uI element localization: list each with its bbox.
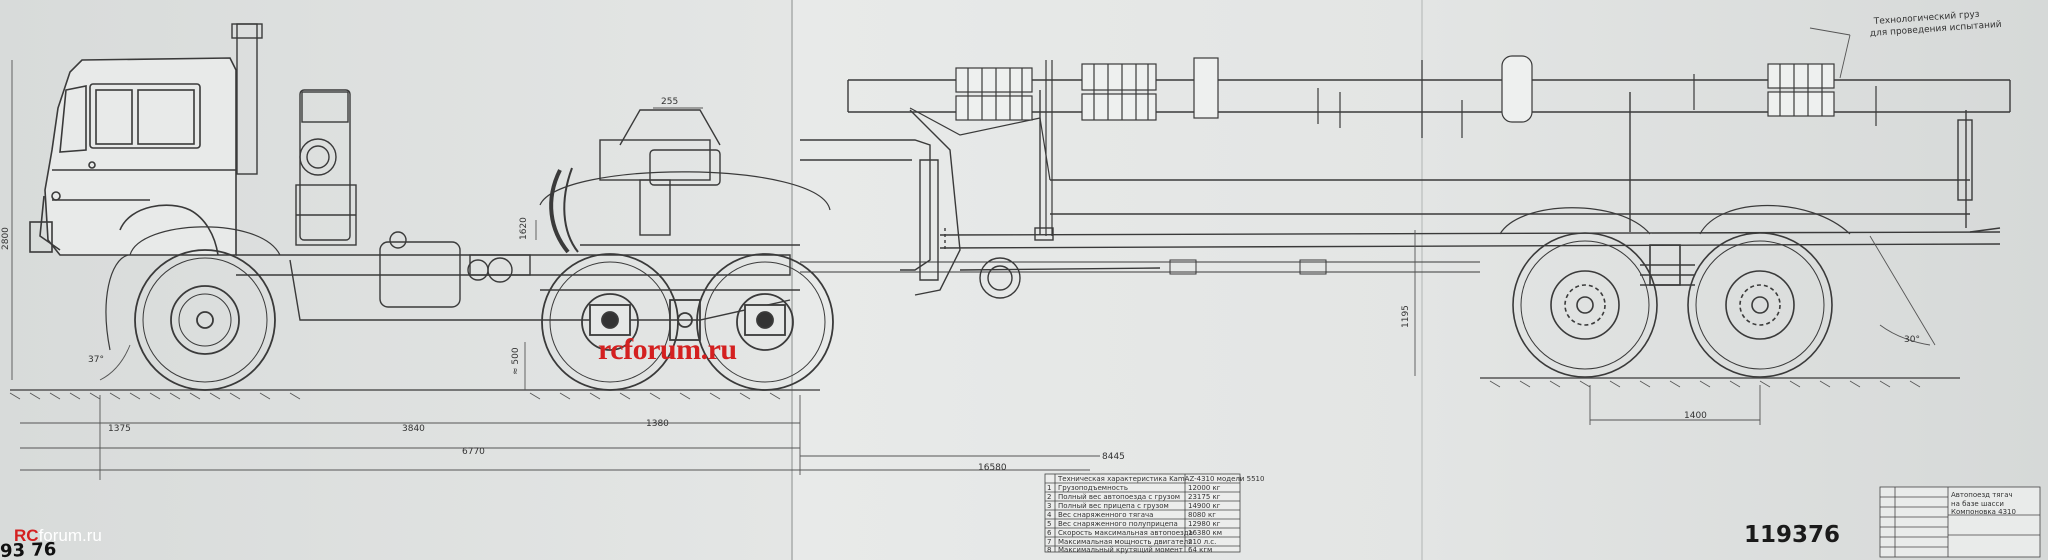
tractor-frame: [236, 109, 800, 321]
ground-lines: [9, 377, 1960, 400]
spec-row-no: 4: [1047, 511, 1052, 519]
spec-row-value: 64 кгм: [1188, 546, 1212, 554]
trailer-bogie: [1499, 204, 1851, 378]
spec-row-name: Вес снаряженного тягача: [1058, 511, 1153, 519]
dim-front-overhang: 1375: [108, 424, 131, 434]
dim-tractor-length: 6770: [462, 447, 485, 457]
watermark-center: rcforum.ru: [598, 333, 737, 366]
trailer-driveline: [800, 259, 1480, 275]
sheet-middle: [792, 0, 1422, 560]
spec-table-lines: [1044, 473, 1241, 553]
dim-trailer-bogie: 1400: [1684, 411, 1707, 421]
title-block-lines: [1879, 486, 2041, 558]
dim-approach-angle: 37°: [88, 355, 104, 365]
watermark-corner-suffix: forum.ru: [38, 526, 102, 545]
spec-row-value: 23175 кг: [1188, 493, 1221, 501]
spec-row-no: 8: [1047, 546, 1051, 554]
dim-cab-height: 2800: [1, 227, 11, 250]
dim-top-offset: 255: [661, 97, 678, 107]
title-block-line: Компоновка 4310: [1951, 508, 2016, 516]
tractor-wheel-rear-1: [541, 253, 679, 391]
title-block-line: Автопоезд тягач: [1951, 491, 2013, 499]
spec-row-name: Максимальная мощность двигателя: [1058, 538, 1192, 546]
spec-row-no: 2: [1047, 493, 1051, 501]
spec-row-value: 12000 кг: [1188, 484, 1221, 492]
dim-ground-clearance: ≈ 500: [511, 347, 521, 375]
title-block: Автопоезд тягач на базе шасси Компоновка…: [1951, 491, 2016, 516]
spec-row-no: 7: [1047, 538, 1051, 546]
spec-row-name: Скорость максимальная автопоезда: [1058, 529, 1193, 537]
dim-fifth-wheel: 1620: [519, 217, 529, 240]
spec-row-no: 5: [1047, 520, 1051, 528]
dim-axle-spacing: 1380: [646, 419, 669, 429]
spec-table-title: Техническая характеристика KamAZ-4310 мо…: [1057, 475, 1264, 483]
dim-kingpin-axle: 8445: [1102, 452, 1125, 462]
spec-row-name: Вес снаряженного полуприцепа: [1058, 520, 1178, 528]
dim-overall-length: 16580: [978, 463, 1007, 473]
dim-departure-angle: 30°: [1904, 335, 1920, 345]
sheet-number: 119376: [1744, 522, 1841, 548]
dimension-lines: [11, 27, 1936, 480]
spec-row-name: Полный вес автопоезда с грузом: [1058, 493, 1180, 501]
load-note: Технологический груз для проведения испы…: [1870, 10, 2003, 39]
watermark-corner-prefix: RC: [14, 526, 39, 545]
dimension-labels: 255 2800 1620 ≈ 500 37° 30° 1375 3840 67…: [1, 97, 1920, 473]
tractor-wheel-front: [105, 226, 281, 391]
spec-table: Техническая характеристика KamAZ-4310 мо…: [1047, 475, 1264, 554]
watermark-corner: RCforum.ru: [14, 526, 102, 546]
spec-row-value: 14900 кг: [1188, 502, 1221, 510]
spec-row-name: Полный вес прицепа с грузом: [1058, 502, 1169, 510]
title-block-line: на базе шасси: [1951, 500, 2004, 508]
spec-row-value: 12980 кг: [1188, 520, 1221, 528]
spec-row-value: 16380 км: [1188, 529, 1222, 537]
tractor-exhaust-and-spare: [231, 23, 357, 246]
dim-wheelbase: 3840: [402, 424, 425, 434]
tractor-wheel-rear-2: [539, 171, 834, 391]
trailer-cargo-blocks: [955, 55, 1835, 123]
trailer-posts: [1045, 60, 1877, 236]
spec-row-no: 3: [1047, 502, 1051, 510]
trailer-gooseneck: [800, 109, 1161, 299]
corner-sheet-number: 93 76: [0, 539, 57, 560]
spec-row-value: 210 л.с.: [1188, 538, 1216, 546]
spec-row-name: Максимальный крутящий момент: [1058, 546, 1183, 554]
spec-row-value: 8080 кг: [1188, 511, 1216, 519]
spec-row-no: 6: [1047, 529, 1052, 537]
spec-row-name: Грузоподъемность: [1058, 484, 1128, 492]
tractor-cab: [29, 57, 237, 256]
dim-trailer-height: 1195: [1401, 305, 1411, 328]
spec-row-no: 1: [1047, 484, 1051, 492]
